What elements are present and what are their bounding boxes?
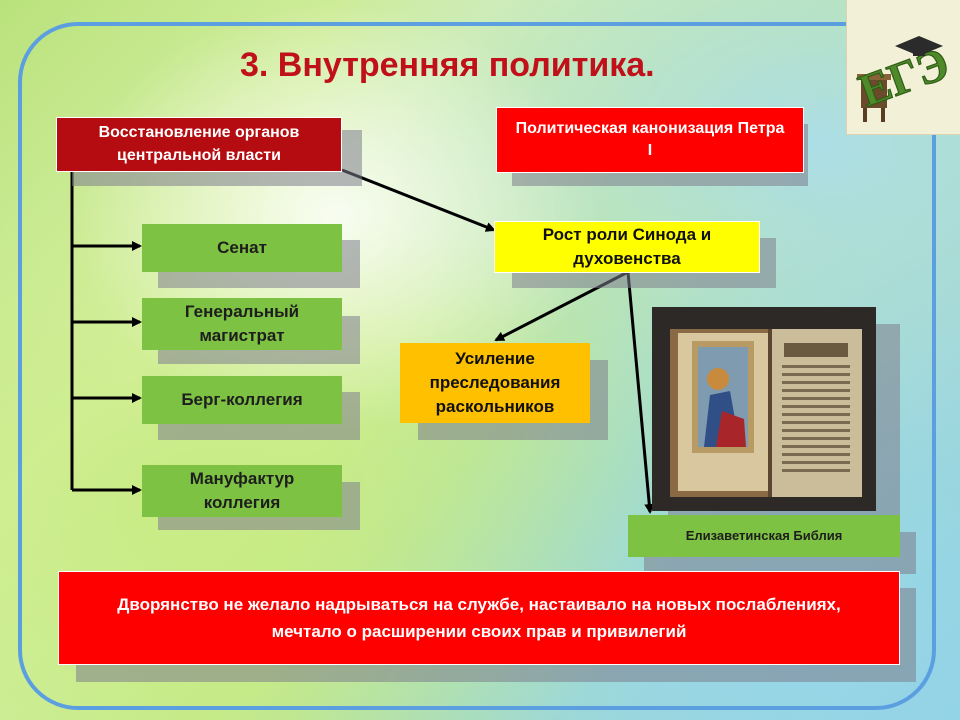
manufactory-box: Мануфактур коллегия [142,465,342,517]
synod-label: Рост роли Синода и духовенства [542,225,712,268]
magistrate-box: Генеральный магистрат [142,298,342,350]
nobility-label: Дворянство не желало надрываться на служ… [117,594,841,641]
central-power-box: Восстановление органов центральной власт… [56,117,342,172]
berg-label: Берг-коллегия [181,390,303,410]
berg-box: Берг-коллегия [142,376,342,424]
bible-label: Елизаветинская Библия [685,527,843,543]
arrow-to-bible [626,271,655,514]
schismatics-label: Усиление преследования раскольников [429,349,561,416]
arrow-to-synod [341,168,496,232]
schismatics-box: Усиление преследования раскольников [400,343,590,423]
bible-photo [652,307,876,511]
slide-frame [18,22,936,710]
ege-logo: ЕГЭ [846,0,960,135]
synod-box: Рост роли Синода и духовенства [494,221,760,273]
senate-label: Сенат [217,238,267,258]
senate-box: Сенат [142,224,342,272]
nobility-box: Дворянство не желало надрываться на служ… [58,571,900,665]
central-power-label: Восстановление органов центральной власт… [98,124,300,164]
manufactory-label: Мануфактур коллегия [189,469,295,512]
page-title: 3. Внутренняя политика. [240,46,655,84]
canonization-box: Политическая канонизация Петра I [496,107,804,173]
canonization-label: Политическая канонизация Петра I [515,119,785,159]
magistrate-label: Генеральный магистрат [184,302,300,345]
bible-box: Елизаветинская Библия [628,515,900,557]
